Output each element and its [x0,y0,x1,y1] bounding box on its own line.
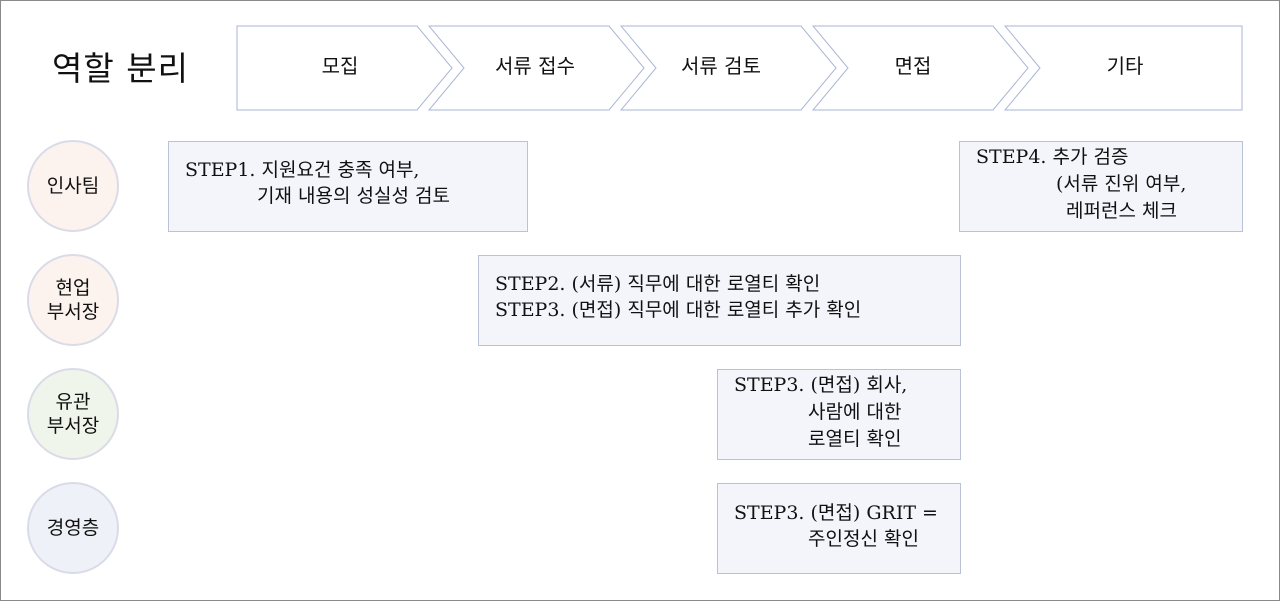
process-stages [236,25,1243,111]
diagram-title: 역할 분리 [52,49,189,88]
step-line: 사람에 대한 [808,401,902,423]
step-line: STEP3. (면접) 직무에 대한 로열티 추가 확인 [495,299,862,321]
step-line: STEP3. (면접) 회사, [734,374,908,396]
stage-chevron-recruit-arrow [236,25,453,111]
step-box-hr-screening: STEP1. 지원요건 충족 여부, 기재 내용의 성실성 검토 [168,141,528,232]
step-line: 주인정신 확인 [808,528,919,550]
step-line: 레퍼런스 체크 [1066,200,1177,222]
step-box-dept-head: STEP2. (서류) 직무에 대한 로열티 확인 STEP3. (면접) 직무… [478,255,961,346]
stage-label-recruit: 모집 [321,54,359,78]
stage-chevron-receipt [427,25,645,111]
step-line: STEP2. (서류) 직무에 대한 로열티 확인 [495,273,821,295]
stage-chevron-interview [811,25,1029,111]
stage-label-review: 서류 검토 [681,54,761,78]
role-hr-team: 인사팀 [27,140,119,232]
role-label: 인사팀 [46,175,100,197]
step-line: 기재 내용의 성실성 검토 [257,185,450,207]
role-dept-head: 현업 부서장 [27,254,119,346]
role-executive: 경영층 [27,482,119,574]
role-label: 현업 부서장 [46,277,100,323]
role-label: 경영층 [46,517,100,539]
stage-label-other: 기타 [1106,54,1144,78]
step-line: (서류 진위 여부, [1056,173,1187,195]
step-line: STEP3. (면접) GRIT = [734,502,938,524]
stage-label-interview: 면접 [894,54,932,78]
stage-chevron-review [619,25,837,111]
role-label: 유관 부서장 [46,391,100,437]
step-line: STEP4. 추가 검증 [976,146,1129,168]
stage-label-receipt: 서류 접수 [495,54,575,78]
stage-chevron-other [1003,25,1243,111]
step-line: STEP1. 지원요건 충족 여부, [185,159,420,181]
step-box-related-head: STEP3. (면접) 회사, 사람에 대한 로열티 확인 [717,369,961,460]
step-box-hr-verification: STEP4. 추가 검증 (서류 진위 여부, 레퍼런스 체크 [959,141,1243,232]
step-box-executive: STEP3. (면접) GRIT = 주인정신 확인 [717,483,961,574]
step-line: 로열티 확인 [808,428,902,450]
role-related-dept-head: 유관 부서장 [27,368,119,460]
